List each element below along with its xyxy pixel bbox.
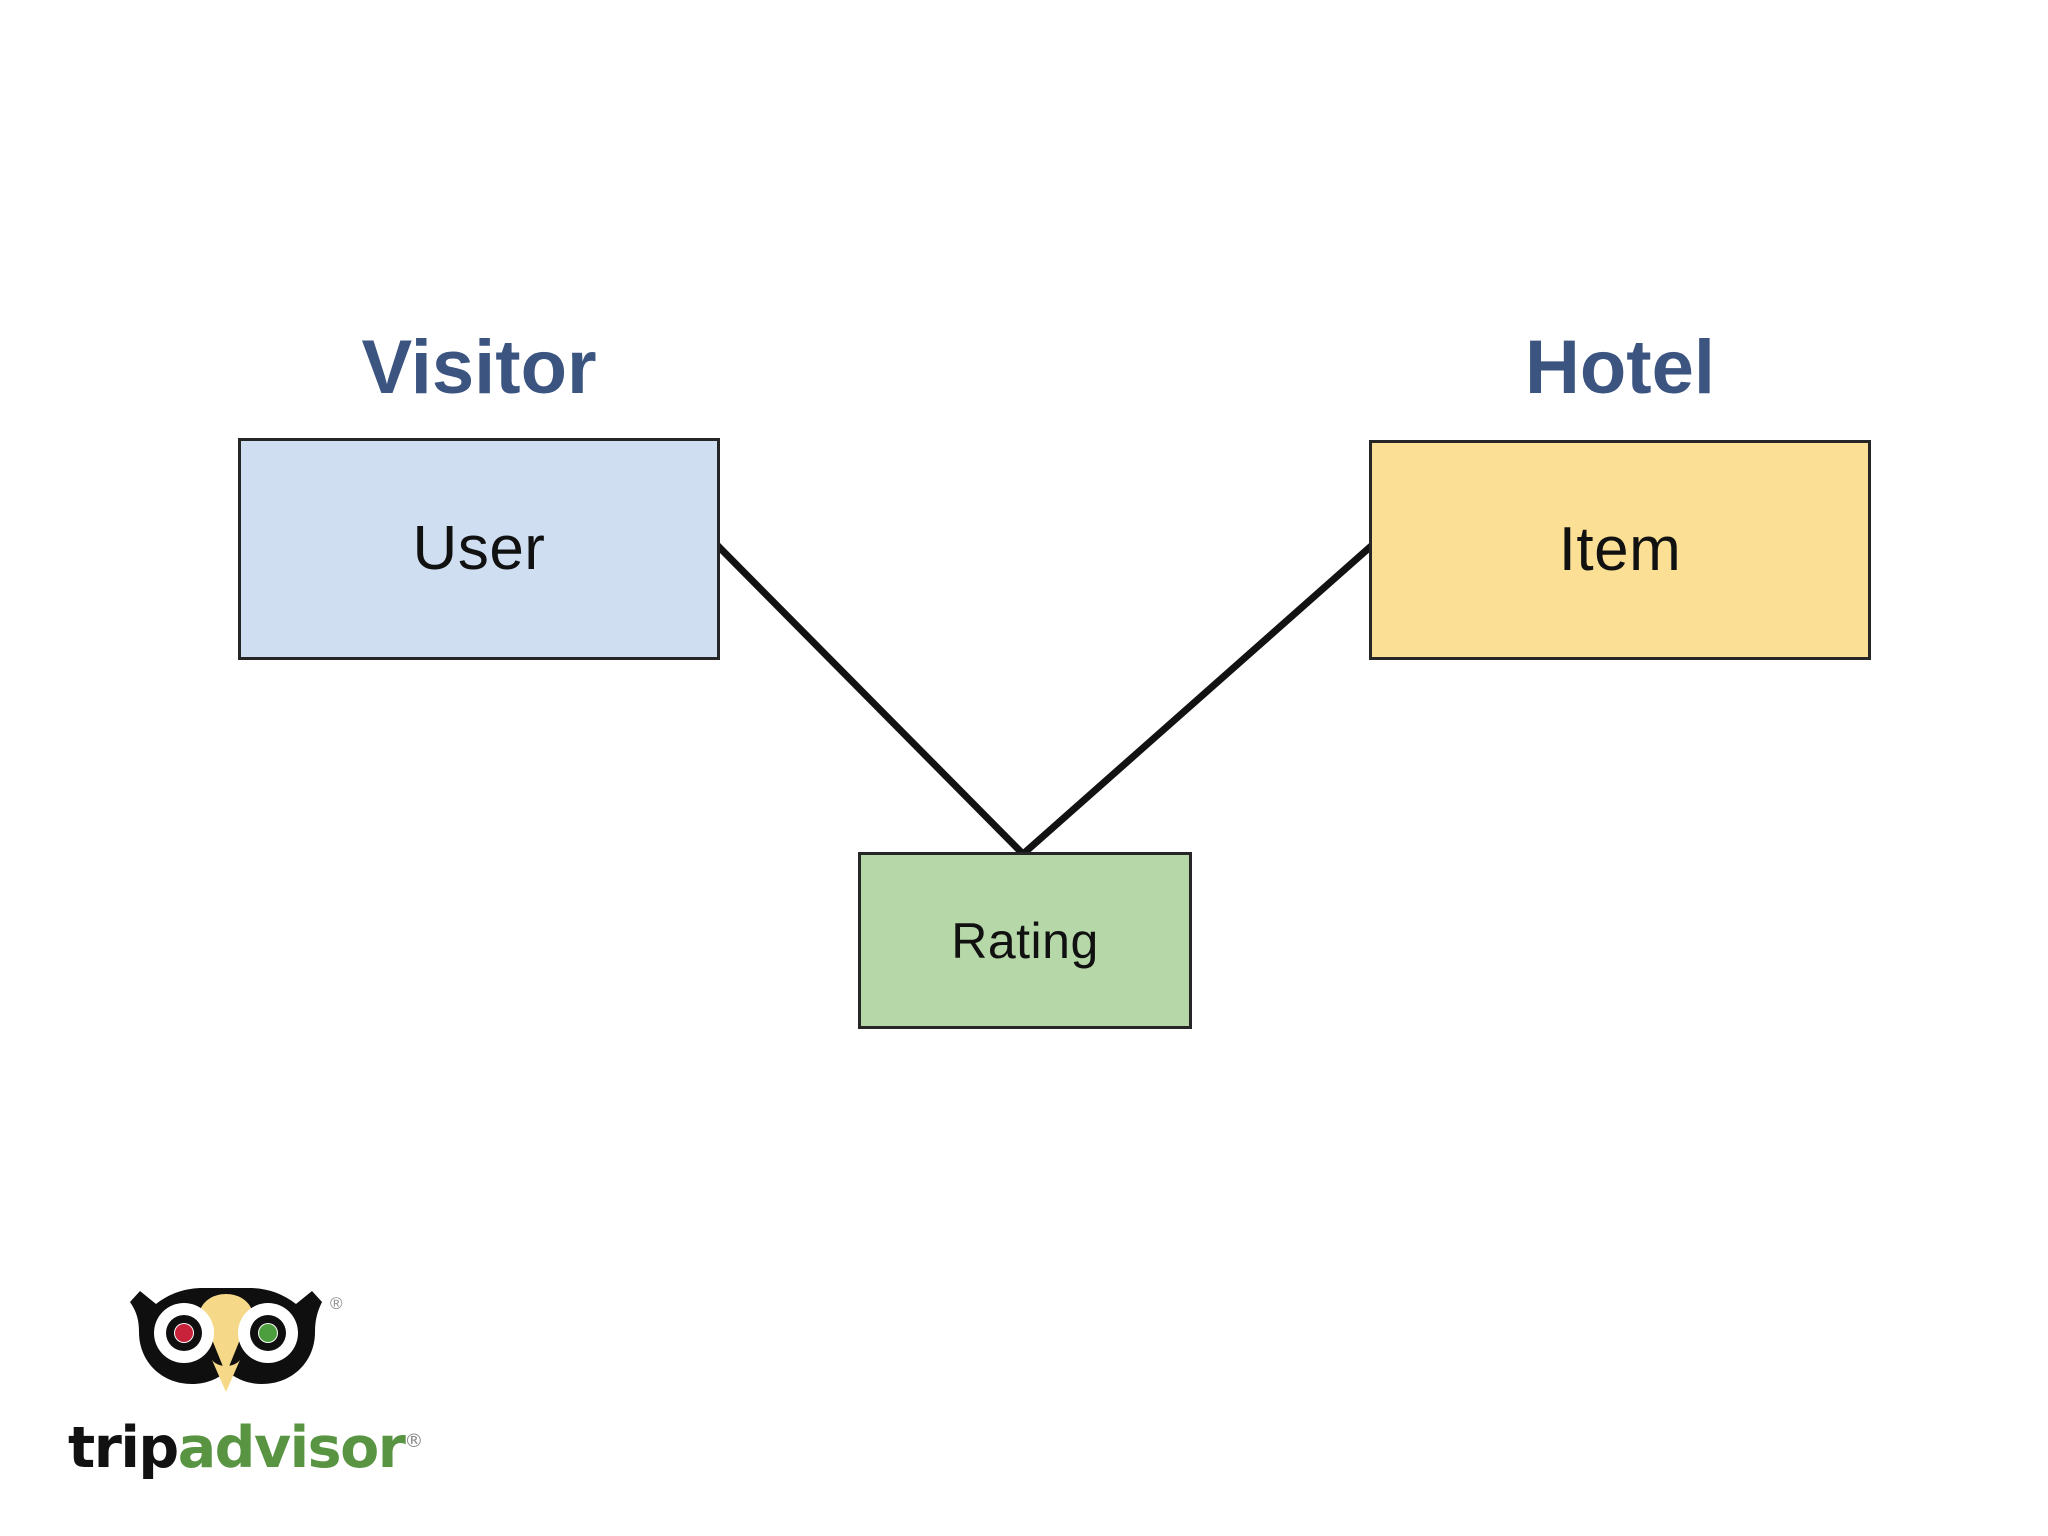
registered-mark-wordmark-icon: ®	[404, 1430, 424, 1452]
node-rating[interactable]: Rating	[858, 852, 1192, 1029]
caption-hotel: Hotel	[1525, 325, 1715, 410]
node-rating-label: Rating	[951, 912, 1099, 969]
logo-wordmark: tripadvisor®	[68, 1410, 423, 1479]
node-user-label: User	[412, 514, 546, 583]
logo-word-trip: trip	[68, 1415, 179, 1481]
caption-visitor: Visitor	[361, 325, 597, 410]
tripadvisor-logo: ® tripadvisor®	[68, 1288, 423, 1488]
owl-icon	[130, 1288, 322, 1392]
edge-item-rating	[1018, 543, 1374, 859]
edge-user-rating	[715, 543, 1028, 859]
logo-word-advisor: advisor	[177, 1415, 406, 1481]
node-item-label: Item	[1558, 515, 1682, 584]
node-item[interactable]: Item	[1369, 440, 1871, 660]
registered-mark-icon: ®	[330, 1294, 343, 1313]
owl-right-eye	[259, 1324, 277, 1342]
owl-left-eye	[175, 1324, 193, 1342]
node-user[interactable]: User	[238, 438, 720, 660]
